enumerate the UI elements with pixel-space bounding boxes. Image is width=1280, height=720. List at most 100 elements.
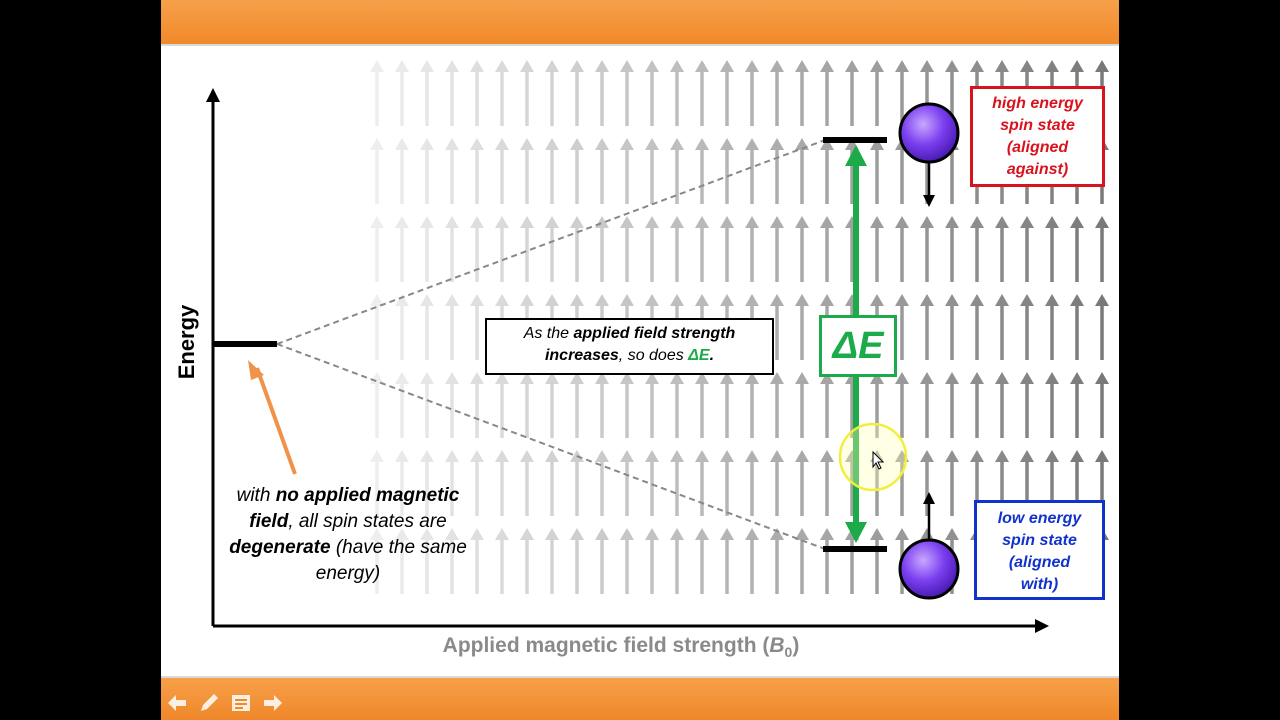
orange-pointer-arrow	[255, 367, 297, 475]
field-arrowhead	[895, 528, 909, 540]
field-arrowhead	[870, 372, 884, 384]
field-arrowhead	[720, 528, 734, 540]
low-state-line1: low energy	[997, 510, 1082, 527]
field-arrowhead	[445, 216, 459, 228]
field-arrowhead	[370, 294, 384, 306]
field-arrowhead	[820, 294, 834, 306]
forward-arrow-icon[interactable]	[261, 692, 285, 714]
field-arrowhead	[1045, 372, 1059, 384]
field-arrowhead	[720, 216, 734, 228]
field-arrowhead	[1020, 372, 1034, 384]
field-arrowhead	[770, 372, 784, 384]
field-arrowhead	[645, 372, 659, 384]
field-arrowhead	[520, 216, 534, 228]
split-line-lower	[276, 343, 826, 550]
field-arrowhead	[820, 372, 834, 384]
high-state-line4: against)	[1006, 161, 1069, 178]
field-arrowhead	[795, 216, 809, 228]
field-arrowhead	[1045, 216, 1059, 228]
field-arrowhead	[520, 372, 534, 384]
field-arrowhead	[795, 372, 809, 384]
slide-menu-icon[interactable]	[229, 692, 253, 714]
x-axis-arrowhead	[1035, 619, 1049, 633]
field-arrowhead	[420, 294, 434, 306]
back-arrow-icon[interactable]	[165, 692, 189, 714]
low-state-line2: spin state	[1002, 532, 1077, 549]
field-arrowhead	[820, 60, 834, 72]
field-arrowhead	[1095, 216, 1109, 228]
field-arrowhead	[670, 216, 684, 228]
field-arrowhead	[870, 528, 884, 540]
field-arrowhead	[395, 528, 409, 540]
split-line-upper	[276, 139, 826, 345]
field-arrowhead	[620, 216, 634, 228]
field-arrowhead	[670, 294, 684, 306]
field-arrowhead	[920, 528, 934, 540]
field-arrowhead	[445, 450, 459, 462]
field-arrowhead	[495, 372, 509, 384]
high-energy-state-box: high energy spin state (aligned against)	[970, 86, 1105, 187]
field-arrowhead	[745, 372, 759, 384]
field-arrowhead	[545, 450, 559, 462]
field-arrowhead	[945, 528, 959, 540]
field-arrowhead	[495, 528, 509, 540]
field-arrowhead	[445, 138, 459, 150]
field-arrowhead	[995, 294, 1009, 306]
delta-e-arrowhead-top	[845, 145, 867, 166]
note-text-1: with	[236, 485, 276, 506]
field-arrowhead	[720, 450, 734, 462]
field-arrowhead	[470, 60, 484, 72]
field-arrowhead	[870, 138, 884, 150]
field-arrowhead	[420, 372, 434, 384]
field-arrowhead	[370, 450, 384, 462]
field-arrowhead	[570, 528, 584, 540]
field-arrowhead	[645, 294, 659, 306]
field-arrowhead	[620, 372, 634, 384]
pen-icon[interactable]	[197, 692, 221, 714]
field-arrowhead	[920, 60, 934, 72]
field-arrowhead	[370, 60, 384, 72]
field-arrowhead	[920, 450, 934, 462]
info-text-2: , so does	[618, 347, 689, 364]
field-arrowhead	[995, 60, 1009, 72]
field-arrowhead	[895, 294, 909, 306]
field-arrowhead	[545, 216, 559, 228]
field-arrowhead	[1020, 450, 1034, 462]
y-axis-label: Energy	[174, 304, 199, 380]
field-arrowhead	[870, 294, 884, 306]
field-arrowhead	[420, 216, 434, 228]
field-arrowhead	[570, 60, 584, 72]
field-arrowhead	[620, 138, 634, 150]
field-arrowhead	[770, 60, 784, 72]
field-arrowhead	[1045, 450, 1059, 462]
field-arrowhead	[620, 450, 634, 462]
field-arrowhead	[520, 60, 534, 72]
field-arrowhead	[945, 450, 959, 462]
field-arrowhead	[645, 216, 659, 228]
field-arrowhead	[920, 372, 934, 384]
x-axis-label: Applied magnetic field strength (B0)	[391, 634, 851, 660]
field-arrowhead	[970, 294, 984, 306]
field-arrowhead	[445, 294, 459, 306]
y-axis-arrowhead	[206, 88, 220, 102]
degenerate-note: with no applied magnetic field, all spin…	[223, 483, 473, 587]
field-arrowhead	[745, 450, 759, 462]
field-arrowhead	[470, 138, 484, 150]
x-axis-close: )	[792, 634, 800, 657]
field-arrowhead	[795, 60, 809, 72]
field-arrowhead	[745, 60, 759, 72]
field-arrowhead	[445, 372, 459, 384]
field-arrowhead	[995, 450, 1009, 462]
field-arrowhead	[520, 138, 534, 150]
field-arrowhead	[395, 138, 409, 150]
field-arrowhead	[445, 528, 459, 540]
field-arrowhead	[720, 60, 734, 72]
field-arrowhead	[470, 528, 484, 540]
field-arrowhead	[720, 372, 734, 384]
high-state-line2: spin state	[1000, 117, 1075, 134]
low-state-line3: (aligned	[1008, 554, 1071, 571]
field-arrowhead	[945, 294, 959, 306]
field-arrowhead	[370, 528, 384, 540]
bottom-toolbar	[161, 676, 1119, 720]
field-arrowhead	[795, 450, 809, 462]
